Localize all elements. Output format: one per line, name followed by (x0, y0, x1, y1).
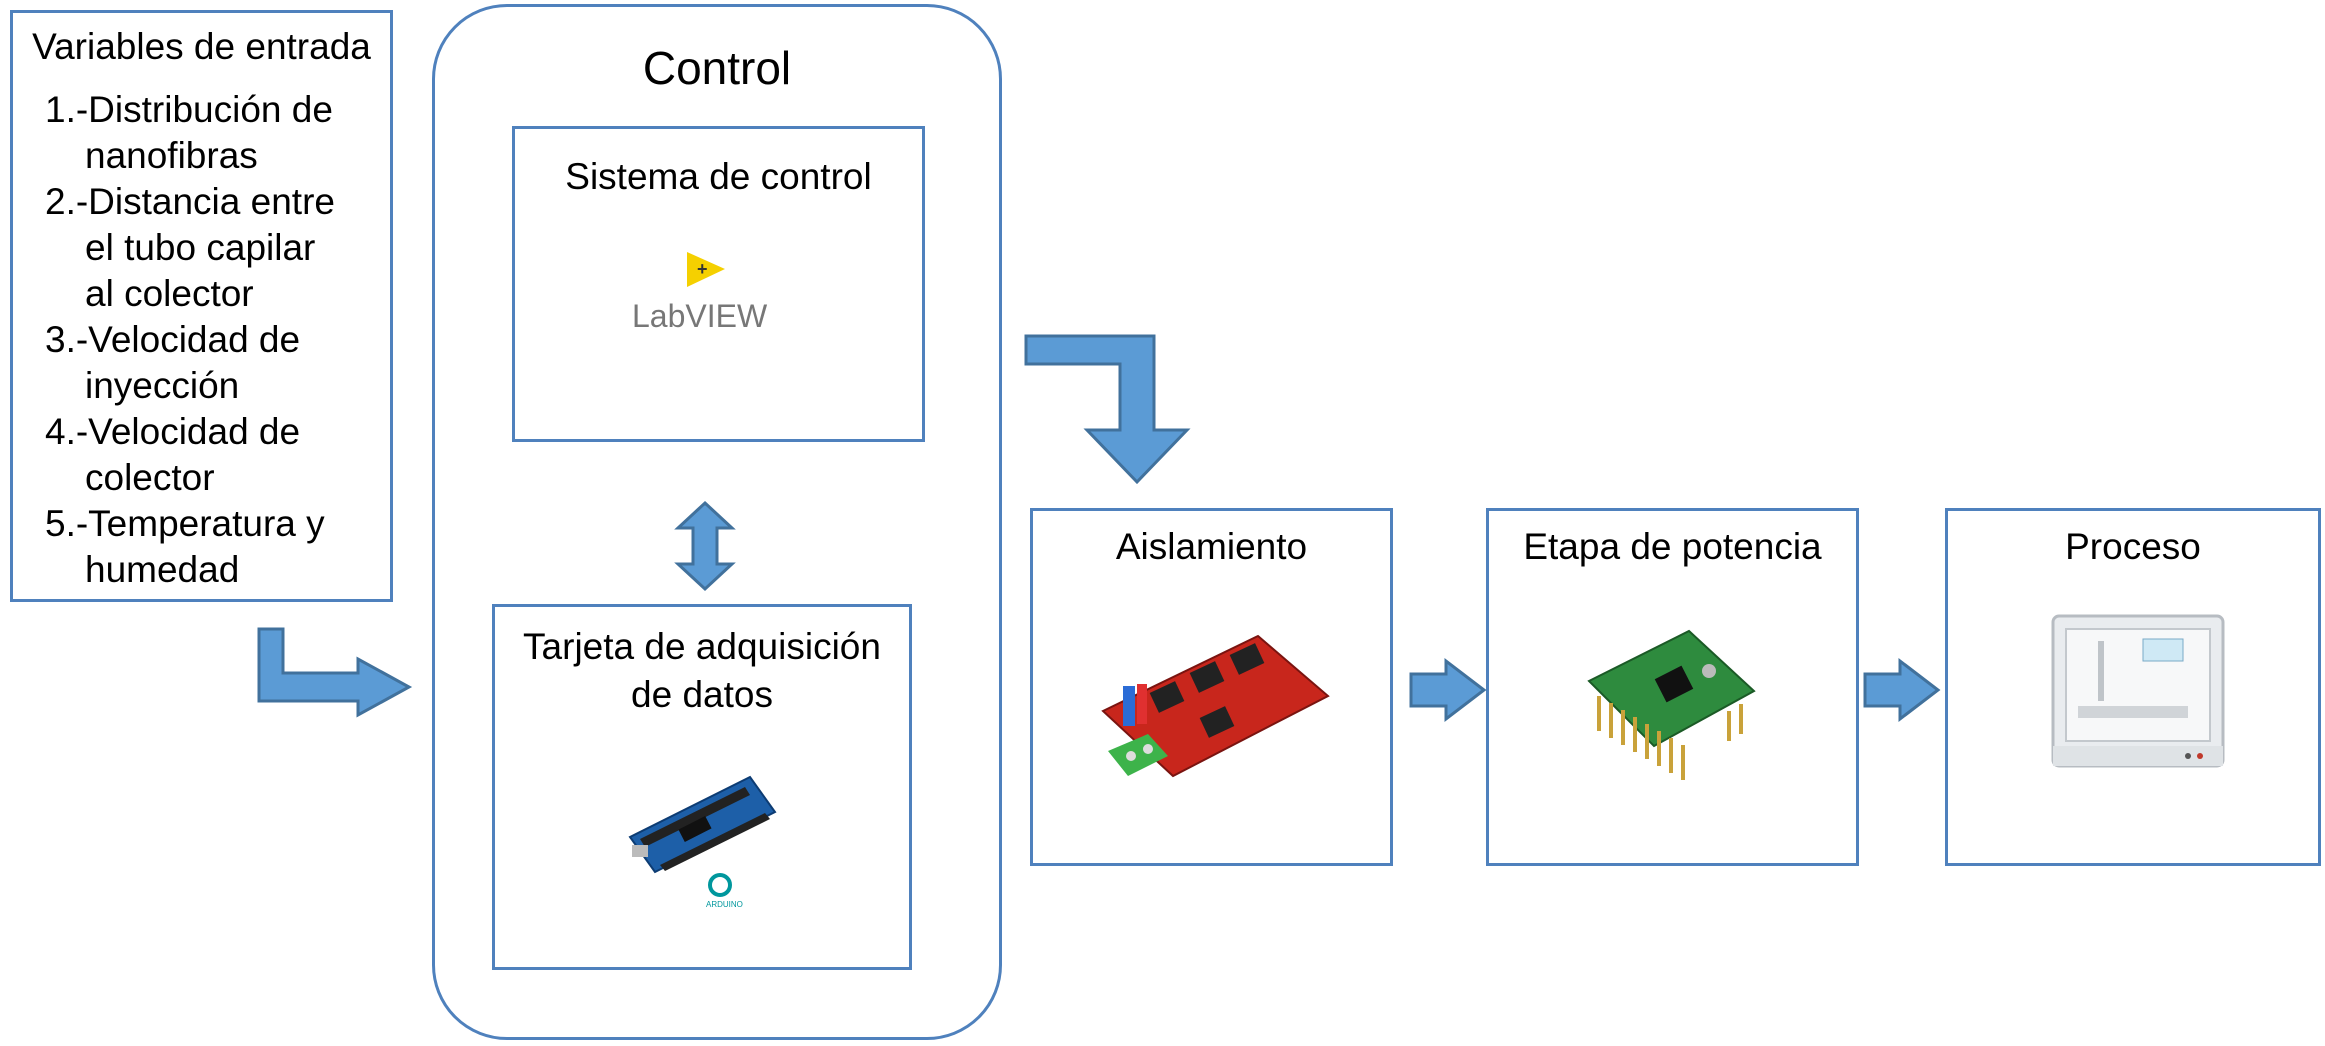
arduino-board-icon: ARDUINO (628, 775, 777, 909)
arduino-logo-text: ARDUINO (706, 900, 743, 909)
list-item-line: 1.-Distribución de (45, 89, 333, 130)
power-stage-title: Etapa de potencia (1523, 526, 1822, 567)
control-system-box: Sistema de control + LabVIEW (512, 126, 925, 442)
ramps-board-icon (1101, 634, 1330, 778)
input-variables-title: Variables de entrada (32, 26, 371, 67)
list-item-line: humedad (85, 549, 240, 590)
list-item-line: el tubo capilar (85, 227, 316, 268)
process-box: Proceso (1945, 508, 2321, 866)
daq-card-title-line1: Tarjeta de adquisición (523, 626, 881, 667)
list-item: 1.-Distribución de nanofibras (45, 87, 335, 179)
electrospinning-machine-icon (2051, 614, 2225, 768)
double-arrow-icon (674, 500, 736, 592)
list-item-line: 5.-Temperatura y (45, 503, 325, 544)
daq-card-box: Tarjeta de adquisición de datos ARDUINO (492, 604, 912, 970)
power-stage-box: Etapa de potencia (1486, 508, 1859, 866)
arrow-inputs-to-control-icon (257, 627, 413, 718)
input-variables-box: Variables de entrada 1.-Distribución de … (10, 10, 393, 602)
svg-text:+: + (697, 259, 708, 279)
list-item-line: 3.-Velocidad de (45, 319, 301, 360)
input-variables-list: 1.-Distribución de nanofibras 2.-Distanc… (45, 87, 335, 593)
list-item-line: inyección (85, 365, 240, 406)
list-item-line: nanofibras (85, 135, 258, 176)
stepper-driver-icon (1587, 629, 1756, 780)
isolation-box: Aislamiento (1030, 508, 1393, 866)
list-item-line: al colector (85, 273, 254, 314)
arrow-power-to-process-icon (1863, 657, 1941, 723)
labview-logo-text: LabVIEW (632, 298, 768, 334)
process-title: Proceso (2065, 526, 2201, 567)
list-item-line: 4.-Velocidad de (45, 411, 301, 452)
control-system-title: Sistema de control (565, 156, 872, 197)
daq-card-title-line2: de datos (631, 674, 773, 715)
list-item: 3.-Velocidad de inyección (45, 317, 335, 409)
list-item: 2.-Distancia entre el tubo capilar al co… (45, 179, 335, 317)
isolation-title: Aislamiento (1115, 526, 1308, 567)
list-item-line: 2.-Distancia entre (45, 181, 335, 222)
list-item: 4.-Velocidad de colector (45, 409, 335, 501)
control-title: Control (642, 42, 792, 94)
list-item: 5.-Temperatura y humedad (45, 501, 335, 593)
arrow-isolation-to-power-icon (1409, 657, 1487, 723)
list-item-line: colector (85, 457, 215, 498)
labview-logo-icon: + LabVIEW (632, 252, 768, 334)
arrow-control-to-isolation-icon (1024, 334, 1191, 485)
